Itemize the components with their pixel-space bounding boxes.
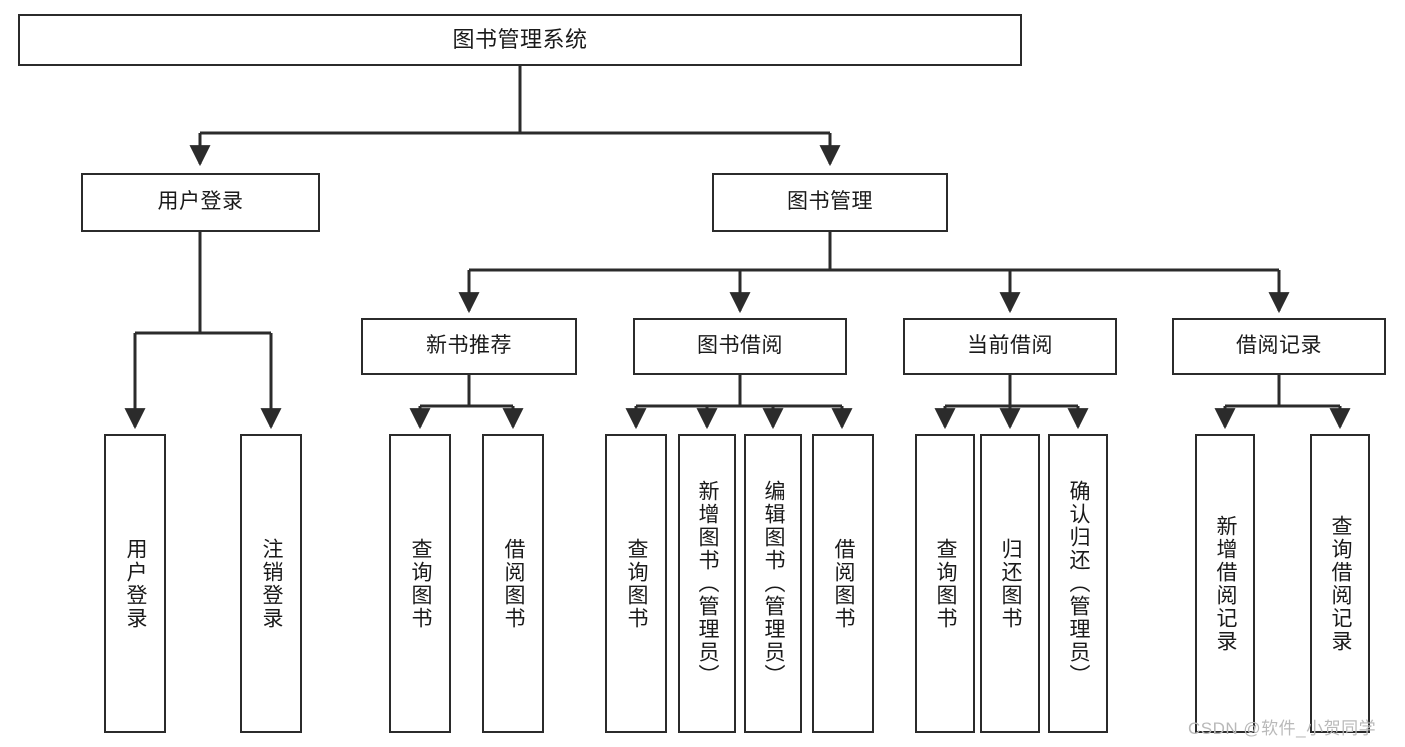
node-label: 图书管理	[787, 190, 873, 214]
leaf-query-book-1[interactable]: 查询图书	[389, 434, 451, 733]
leaf-query-borrow-record[interactable]: 查询借阅记录	[1310, 434, 1370, 733]
leaf-logout-login[interactable]: 注销登录	[240, 434, 302, 733]
leaf-query-book-2[interactable]: 查询图书	[605, 434, 667, 733]
node-label: 查询图书	[409, 537, 433, 630]
node-user-login[interactable]: 用户登录	[81, 173, 320, 232]
node-new-book-recommend[interactable]: 新书推荐	[361, 318, 577, 375]
node-label: 借阅图书	[502, 537, 526, 630]
node-label: 归还图书	[999, 537, 1023, 630]
leaf-user-login[interactable]: 用户登录	[104, 434, 166, 733]
leaf-borrow-book-1[interactable]: 借阅图书	[482, 434, 544, 733]
node-label: 图书管理系统	[452, 27, 588, 53]
leaf-borrow-book-2[interactable]: 借阅图书	[812, 434, 874, 733]
node-label: 确认归还（管理员）	[1067, 480, 1091, 687]
node-book-borrow[interactable]: 图书借阅	[633, 318, 847, 375]
leaf-add-borrow-record[interactable]: 新增借阅记录	[1195, 434, 1255, 733]
leaf-return-book[interactable]: 归还图书	[980, 434, 1040, 733]
node-label: 查询图书	[934, 537, 958, 630]
csdn-watermark: CSDN @软件_小贺同学	[1188, 719, 1377, 738]
node-book-management[interactable]: 图书管理	[712, 173, 948, 232]
node-label: 用户登录	[157, 190, 244, 214]
leaf-edit-book-admin[interactable]: 编辑图书（管理员）	[744, 434, 802, 733]
leaf-add-book-admin[interactable]: 新增图书（管理员）	[678, 434, 736, 733]
node-root-book-management-system[interactable]: 图书管理系统	[18, 14, 1022, 66]
node-label: 图书借阅	[697, 334, 783, 358]
node-label: 借阅图书	[832, 537, 856, 630]
node-current-borrow[interactable]: 当前借阅	[903, 318, 1117, 375]
node-label: 当前借阅	[967, 334, 1053, 358]
node-label: 编辑图书（管理员）	[762, 480, 786, 687]
node-label: 查询借阅记录	[1329, 514, 1353, 653]
node-label: 新增图书（管理员）	[696, 480, 720, 687]
node-label: 新书推荐	[426, 334, 512, 358]
leaf-confirm-return-admin[interactable]: 确认归还（管理员）	[1048, 434, 1108, 733]
node-label: 注销登录	[260, 537, 284, 630]
node-label: 用户登录	[124, 537, 148, 630]
node-label: 借阅记录	[1236, 334, 1322, 358]
leaf-query-book-3[interactable]: 查询图书	[915, 434, 975, 733]
node-borrow-record[interactable]: 借阅记录	[1172, 318, 1386, 375]
node-label: 查询图书	[625, 537, 649, 630]
node-label: 新增借阅记录	[1214, 514, 1238, 653]
